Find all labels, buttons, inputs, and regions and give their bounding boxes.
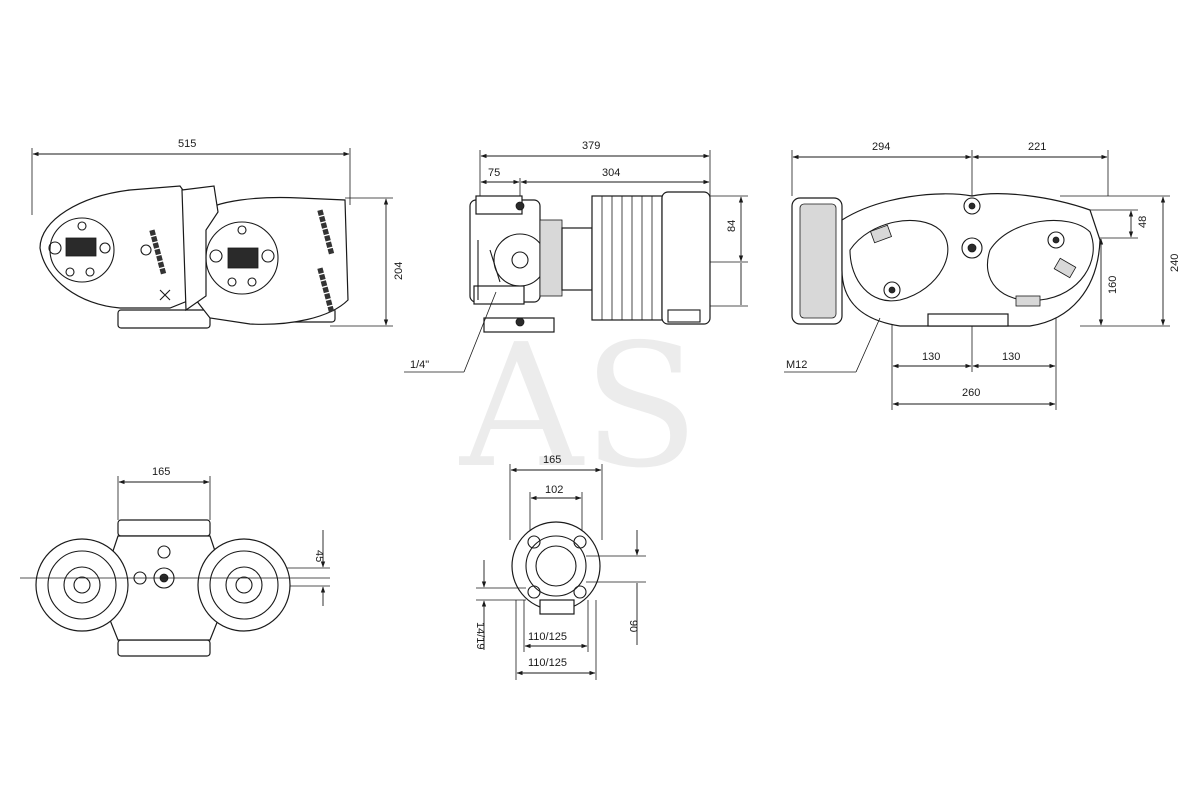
- bottom-offset-label: 45: [313, 550, 325, 562]
- top-half-right-label: 130: [1002, 351, 1020, 363]
- side-view: 379 75 304 84: [404, 140, 748, 373]
- flange-bore-label: 102: [545, 484, 563, 496]
- pump-housing-top: [841, 193, 1101, 327]
- bottom-view: 165 45: [20, 466, 330, 657]
- flange-holes-label: 14/19: [474, 622, 486, 650]
- top-left-label: 294: [872, 141, 890, 153]
- bottom-spacing-label: 165: [152, 466, 170, 478]
- top-half-left-label: 130: [922, 351, 940, 363]
- side-axis-label: 84: [726, 220, 738, 232]
- top-lower-label: 160: [1107, 276, 1119, 294]
- flange-pcd-a-label: 110/125: [528, 631, 567, 643]
- flange-pcd-b-label: 110/125: [528, 657, 567, 669]
- left-rotor-bottom: [35, 538, 129, 632]
- right-rotor-bottom: [197, 538, 291, 632]
- top-ports-label: 260: [962, 387, 980, 399]
- side-offset-label: 75: [488, 167, 500, 179]
- flange-height-label: 90: [627, 620, 639, 632]
- flange-od-label: 165: [543, 454, 561, 466]
- port-label: 1/4": [410, 359, 429, 371]
- flange-view: 165 102 90 14/19 110/125 110/1: [474, 454, 646, 680]
- side-length-label: 379: [582, 140, 600, 152]
- front-height-label: 204: [393, 262, 405, 280]
- top-right-label: 221: [1028, 141, 1046, 153]
- top-total-label: 240: [1169, 254, 1181, 272]
- bolt-label: M12: [786, 359, 807, 371]
- front-view: 515 204 ■■■■■■■ ■■■■■■■ ■■■■■■■: [31, 138, 405, 329]
- front-width-label: 515: [178, 138, 196, 150]
- flange-disc: [511, 521, 601, 611]
- side-motor-label: 304: [602, 167, 620, 179]
- top-view: 294 221 48 240 160 130 130 260: [784, 141, 1181, 410]
- watermark: AS: [459, 308, 699, 506]
- top-upper-label: 48: [1137, 216, 1149, 228]
- left-pump-head: [39, 185, 191, 309]
